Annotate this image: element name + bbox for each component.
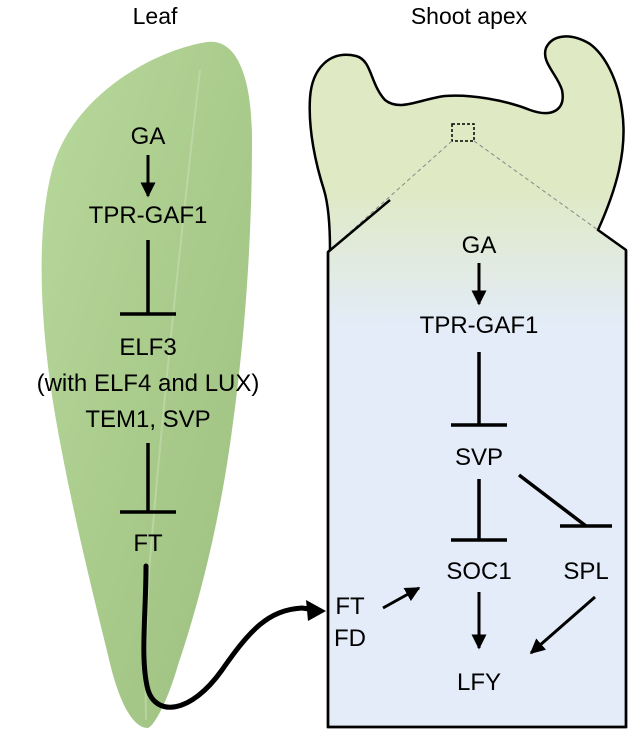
apex-fd-label: FD — [334, 625, 366, 652]
leaf-shape — [41, 41, 252, 728]
apex-spl-to-lfy-arrow — [529, 595, 596, 655]
leaf-tpr-gaf1-label: TPR-GAF1 — [89, 202, 208, 229]
apex-svp-label: SVP — [455, 444, 503, 471]
ft-transport-arrow — [141, 563, 319, 710]
leaf-tem1-svp-label: TEM1, SVP — [85, 406, 210, 433]
leaf-ft-label: FT — [133, 530, 163, 557]
leaf-header: Leaf — [133, 3, 178, 29]
zoom-guide-right — [473, 140, 599, 231]
shoot-apex-header: Shoot apex — [411, 3, 528, 29]
apex-soc1-label: SOC1 — [446, 558, 511, 585]
apex-svp-inhibits-spl-line — [517, 473, 588, 528]
leaf-ga-label: GA — [131, 123, 166, 150]
apex-spl-label: SPL — [563, 558, 608, 585]
apex-lfy-label: LFY — [457, 669, 501, 696]
leaf-elf3-label: ELF3 — [119, 334, 176, 361]
apex-ga-label: GA — [462, 232, 497, 259]
apex-box-frame — [326, 250, 628, 729]
apex-zoom-marker — [451, 123, 475, 142]
ft-transport-arrowhead — [306, 600, 326, 621]
apex-box-top — [327, 199, 391, 253]
apex-ftfd-to-soc1-arrow — [382, 586, 421, 610]
apex-ft-label: FT — [335, 593, 365, 620]
leaf-elf3-complex-label: (with ELF4 and LUX) — [37, 370, 260, 397]
apex-tpr-gaf1-label: TPR-GAF1 — [420, 312, 539, 339]
shoot-apex-outline — [308, 35, 628, 729]
